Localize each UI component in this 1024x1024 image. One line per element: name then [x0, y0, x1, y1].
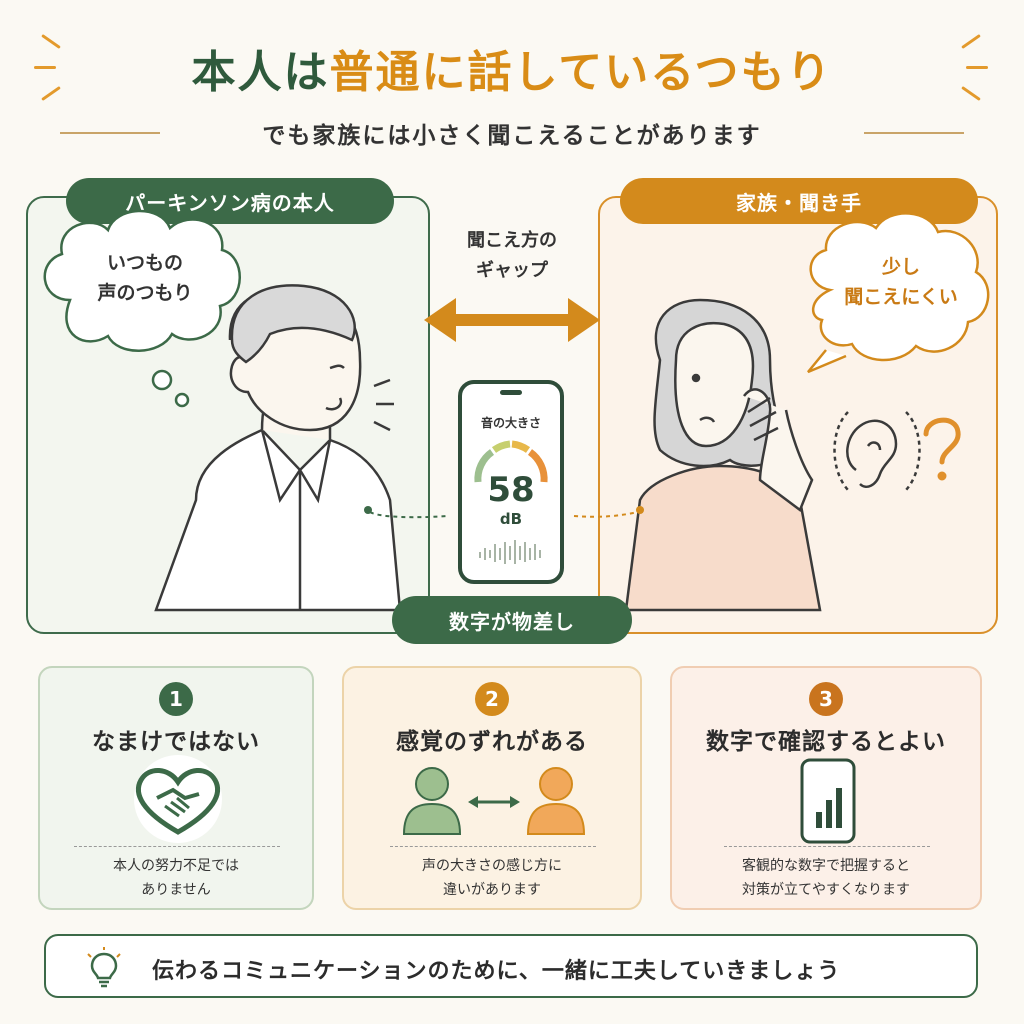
listener-thought-cloud	[807, 212, 990, 374]
connector-right-dot	[636, 506, 644, 514]
subtitle-line-left	[60, 132, 160, 134]
scale-badge: 数字が物差し	[392, 596, 632, 644]
listener-thought-text: 少し 聞こえにくい	[826, 252, 976, 312]
meter-value: 58	[487, 470, 535, 510]
point-divider-3	[724, 846, 930, 847]
point-desc-1-line2: ありません	[141, 882, 211, 898]
point-cards: 1 なまけではない 本人の努力不足では ありません 2 感覚のずれがある 声の大…	[38, 666, 986, 910]
point-desc-2-line1: 声の大きさの感じ方に	[422, 858, 562, 874]
gap-label-line2: ギャップ	[476, 260, 548, 281]
point-title-2: 感覚のずれがある	[396, 729, 588, 755]
point-number-1: 1	[159, 682, 193, 716]
connector-right	[573, 511, 639, 518]
footer-banner: 伝わるコミュニケーションのために、一緒に工夫していきましょう	[44, 934, 978, 998]
connector-left-dot	[364, 506, 372, 514]
subtitle-line-right	[864, 132, 964, 134]
title-part2: 普通に話しているつもり	[329, 47, 833, 98]
patient-thought-cloud	[43, 209, 241, 408]
listener-thought-line1: 少し	[881, 256, 920, 278]
point-card-1: 1 なまけではない 本人の努力不足では ありません	[38, 666, 314, 910]
page-title: 本人は普通に話しているつもり	[0, 36, 1024, 100]
patient-thought-line1: いつもの	[106, 252, 183, 274]
patient-thought-line2: 声のつもり	[97, 282, 193, 304]
patient-thought-text: いつもの 声のつもり	[70, 248, 220, 308]
point-desc-3-line2: 対策が立てやすくなります	[742, 882, 910, 898]
point-desc-1-line1: 本人の努力不足では	[113, 858, 239, 874]
handshake-heart-icon	[134, 755, 222, 843]
ear-icon	[833, 411, 921, 491]
listener-figure	[624, 298, 822, 612]
footer-text: 伝わるコミュニケーションのために、一緒に工夫していきましょう	[152, 959, 841, 984]
listener-thought-line2: 聞こえにくい	[844, 286, 958, 308]
sound-meter-phone: 音の大きさ 58 dB	[458, 380, 564, 584]
point-card-3: 3 数字で確認するとよい 客観的な数字で把握すると 対策が立てやすくなります	[670, 666, 982, 910]
point-divider-1	[74, 846, 280, 847]
listener-label: 家族・聞き手	[620, 178, 978, 224]
point-card-2: 2 感覚のずれがある 声の大きさの感じ方に 違いがあります	[342, 666, 642, 910]
point-number-3: 3	[809, 682, 843, 716]
point-desc-3-line1: 客観的な数字で把握すると	[742, 858, 910, 874]
perception-gap-icon	[402, 767, 586, 835]
point-desc-2: 声の大きさの感じ方に 違いがあります	[344, 854, 640, 902]
meter-unit: dB	[499, 510, 523, 528]
sound-wave-icon	[479, 540, 541, 564]
patient-figure	[154, 284, 402, 612]
gap-arrow	[424, 298, 600, 342]
scene-illustration	[43, 209, 990, 612]
volume-gauge	[474, 440, 548, 483]
title-part1: 本人は	[191, 47, 330, 98]
point-desc-3: 客観的な数字で把握すると 対策が立てやすくなります	[672, 854, 980, 902]
subtitle-row: でも家族には小さく聞こえることがあります	[0, 116, 1024, 150]
point-divider-2	[390, 846, 596, 847]
point-number-2: 2	[475, 682, 509, 716]
phone-chart-icon	[800, 758, 856, 844]
page-subtitle: でも家族には小さく聞こえることがあります	[262, 123, 762, 149]
lightbulb-icon	[87, 947, 121, 988]
phone-notch	[474, 390, 548, 564]
question-mark-icon	[923, 417, 961, 481]
connector-left	[369, 511, 449, 519]
gap-label: 聞こえ方の ギャップ	[432, 226, 592, 286]
gap-label-line1: 聞こえ方の	[467, 230, 557, 251]
point-desc-1: 本人の努力不足では ありません	[40, 854, 312, 902]
point-title-1: なまけではない	[92, 729, 260, 755]
meter-title: 音の大きさ	[480, 416, 541, 430]
point-title-3: 数字で確認するとよい	[706, 729, 946, 755]
point-desc-2-line2: 違いがあります	[443, 882, 541, 898]
